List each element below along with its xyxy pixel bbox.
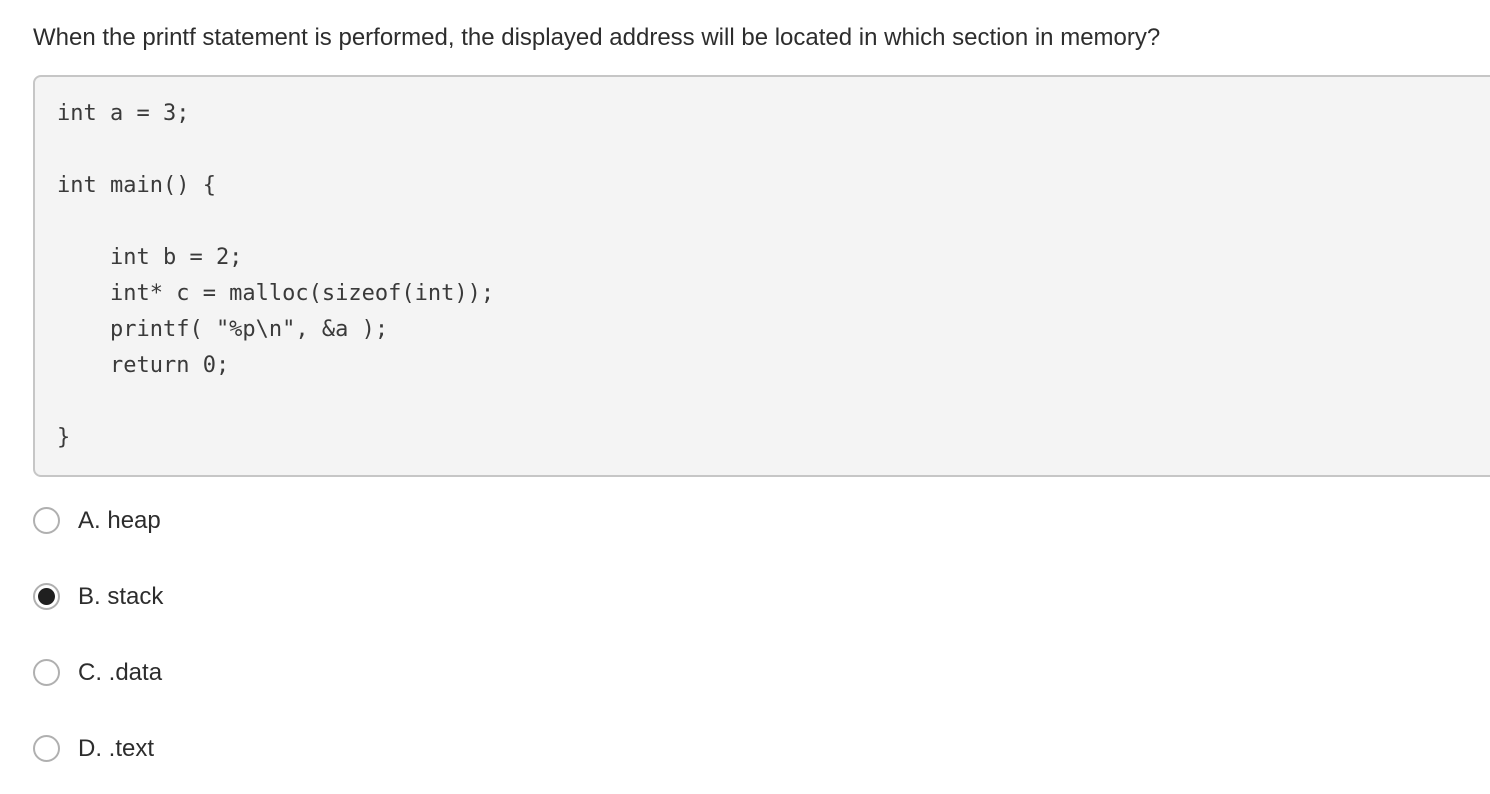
option-c[interactable]: C. .data xyxy=(33,659,1490,686)
option-d-label: D. .text xyxy=(78,735,155,762)
code-snippet: int a = 3; int main() { int b = 2; int* … xyxy=(57,101,495,450)
option-b[interactable]: B. stack xyxy=(33,583,1490,610)
radio-button-icon[interactable] xyxy=(33,583,60,610)
option-c-label: C. .data xyxy=(78,659,163,686)
option-a[interactable]: A. heap xyxy=(33,507,1490,534)
radio-button-icon[interactable] xyxy=(33,659,60,686)
radio-button-icon[interactable] xyxy=(33,507,60,534)
option-a-label: A. heap xyxy=(78,507,161,534)
code-block: int a = 3; int main() { int b = 2; int* … xyxy=(33,75,1490,477)
option-b-label: B. stack xyxy=(78,583,164,610)
quiz-question-page: When the printf statement is performed, … xyxy=(0,22,1490,794)
radio-button-icon[interactable] xyxy=(33,735,60,762)
answer-options: A. heap B. stack C. .data D. .text xyxy=(33,507,1490,762)
option-d[interactable]: D. .text xyxy=(33,735,1490,762)
question-text: When the printf statement is performed, … xyxy=(33,24,1161,51)
